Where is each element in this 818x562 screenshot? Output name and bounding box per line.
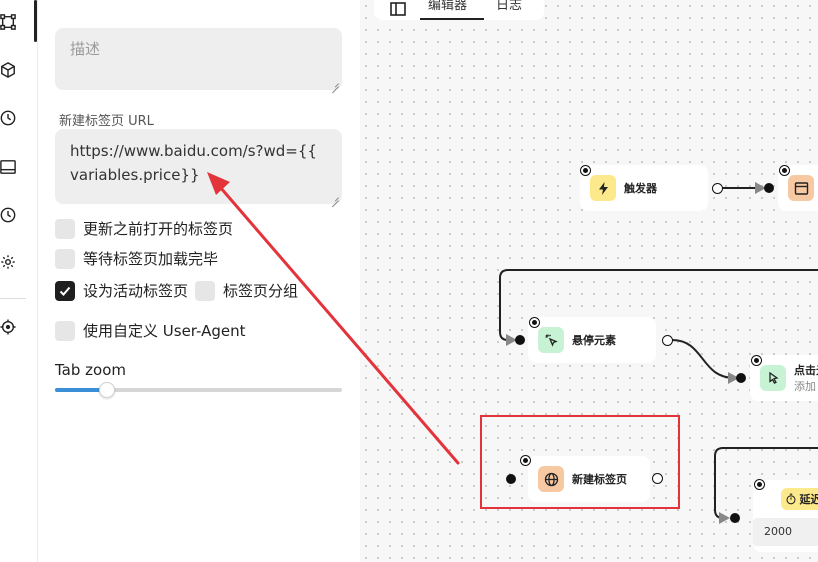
resize-grip-icon[interactable]: [331, 193, 339, 201]
input-port[interactable]: [515, 335, 525, 345]
node-handle[interactable]: [780, 166, 789, 175]
target-icon[interactable]: [0, 317, 16, 337]
checkbox-custom-user-agent[interactable]: 使用自定义 User-Agent: [55, 320, 245, 341]
checkbox-box-checked[interactable]: [55, 280, 75, 301]
checkbox-box[interactable]: [55, 320, 75, 341]
node-title: 悬停元素: [572, 334, 616, 347]
panel-icon[interactable]: [0, 157, 16, 177]
node-browser[interactable]: [778, 165, 818, 211]
node-title: 新建标签页: [572, 473, 627, 486]
input-port[interactable]: [764, 183, 774, 193]
rail-active-indicator: [34, 0, 37, 42]
sidebar-toggle-icon[interactable]: [390, 2, 406, 16]
checkbox-box[interactable]: [55, 218, 75, 239]
input-port[interactable]: [506, 474, 516, 484]
node-handle[interactable]: [530, 318, 539, 327]
url-field-label: 新建标签页 URL: [59, 114, 154, 129]
checkbox-tab-group[interactable]: 标签页分组: [195, 280, 298, 301]
package-icon[interactable]: [0, 60, 16, 80]
tab-editor[interactable]: 编辑器: [428, 0, 468, 13]
tab-logs[interactable]: 日志: [496, 0, 523, 13]
checkbox-active-tab[interactable]: 设为活动标签页: [55, 280, 188, 301]
input-port[interactable]: [736, 373, 746, 383]
workflow-icon[interactable]: [0, 12, 16, 32]
tab-active-indicator: [420, 18, 484, 20]
node-delay[interactable]: 延迟 2000: [753, 480, 818, 552]
description-textarea[interactable]: 描述: [55, 28, 342, 90]
cursor-icon: [760, 365, 786, 391]
slider-thumb[interactable]: [99, 382, 115, 398]
slider-fill: [55, 388, 107, 392]
node-title: 延迟: [799, 493, 818, 506]
timer-icon: 延迟: [781, 488, 818, 510]
tab-zoom-slider[interactable]: [55, 382, 342, 398]
globe-icon: [538, 466, 564, 492]
url-textarea[interactable]: https://www.baidu.com/s?wd={{ variables.…: [55, 129, 342, 204]
description-placeholder: 描述: [70, 40, 101, 58]
url-value: https://www.baidu.com/s?wd={{ variables.…: [70, 142, 317, 184]
annotation-highlight-box: [480, 415, 680, 509]
checkbox-label: 等待标签页加载完毕: [83, 250, 219, 268]
checkbox-label: 更新之前打开的标签页: [83, 220, 234, 238]
node-handle[interactable]: [752, 356, 761, 365]
editor-tabbar: 编辑器 日志: [374, 0, 544, 20]
rail-divider: [0, 298, 26, 299]
browser-window-icon: [788, 175, 814, 201]
pointer-sparkle-icon: [538, 327, 564, 353]
node-new-tab[interactable]: 新建标签页: [528, 456, 650, 502]
resize-grip-icon[interactable]: [331, 79, 339, 87]
node-handle[interactable]: [755, 480, 764, 489]
checkbox-wait-tab-load[interactable]: 等待标签页加载完毕: [55, 248, 218, 269]
node-title: 触发器: [624, 182, 657, 195]
node-subtitle: 添加: [794, 380, 816, 393]
output-port[interactable]: [662, 335, 673, 346]
node-trigger[interactable]: 触发器: [580, 165, 708, 211]
settings-panel: 描述 新建标签页 URL https://www.baidu.com/s?wd=…: [38, 0, 360, 562]
checkbox-box[interactable]: [195, 280, 215, 301]
node-click-element[interactable]: 点击元 添加: [750, 355, 818, 401]
history-icon[interactable]: [0, 108, 16, 128]
tab-zoom-label: Tab zoom: [55, 361, 127, 379]
node-hover-element[interactable]: 悬停元素: [528, 317, 656, 363]
output-port[interactable]: [652, 473, 663, 484]
checkbox-box[interactable]: [55, 248, 75, 269]
delay-input[interactable]: 2000: [753, 518, 818, 546]
node-handle[interactable]: [581, 166, 590, 175]
checkbox-label: 设为活动标签页: [83, 282, 189, 300]
checkbox-label: 标签页分组: [223, 282, 299, 300]
node-title: 点击元: [794, 364, 818, 377]
gear-icon[interactable]: [0, 252, 16, 272]
clock-icon[interactable]: [0, 205, 16, 225]
checkbox-label: 使用自定义 User-Agent: [83, 322, 246, 340]
icon-rail: [0, 0, 38, 562]
output-port[interactable]: [712, 183, 723, 194]
checkbox-update-prev-tab[interactable]: 更新之前打开的标签页: [55, 218, 233, 239]
check-icon: [59, 286, 71, 296]
lightning-icon: [590, 175, 616, 201]
input-port[interactable]: [730, 513, 740, 523]
node-handle[interactable]: [521, 456, 530, 465]
